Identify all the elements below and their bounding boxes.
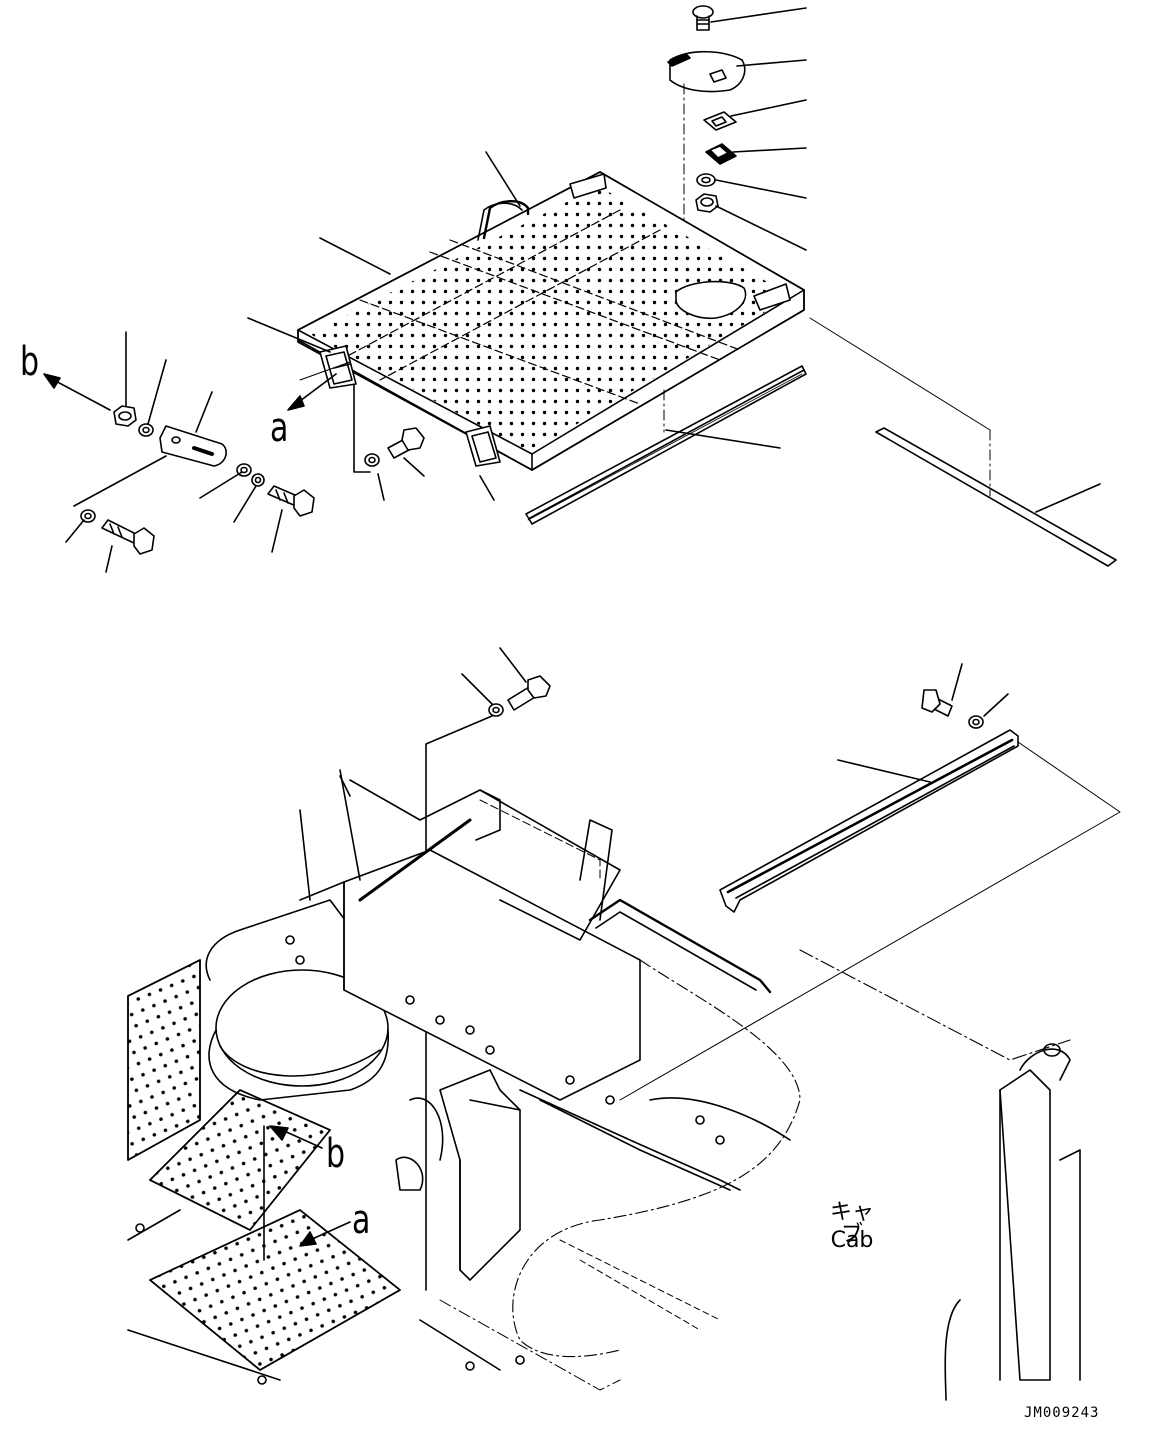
spring-clip bbox=[705, 143, 737, 165]
top-fastener-stack bbox=[667, 5, 807, 273]
bolt-long bbox=[101, 519, 155, 555]
clip-nut bbox=[703, 111, 737, 131]
bolt-right bbox=[921, 689, 984, 729]
left-hardware bbox=[43, 331, 425, 573]
link-bracket bbox=[159, 425, 227, 467]
guide-rail bbox=[619, 729, 1121, 1101]
washer-left bbox=[138, 423, 154, 437]
floor-plate bbox=[247, 151, 805, 501]
drawing-code: JM009243 bbox=[1024, 1405, 1100, 1421]
flat-seal-strip bbox=[809, 317, 1117, 567]
hinge-washer bbox=[364, 453, 380, 467]
washer-low bbox=[80, 509, 96, 523]
small-bolt-top bbox=[692, 5, 714, 31]
washer-top bbox=[696, 173, 716, 187]
bolt-mid bbox=[267, 485, 315, 517]
cab-label-japanese: キャブ bbox=[829, 1200, 874, 1247]
hinge-right bbox=[465, 425, 501, 467]
hinge-bolt bbox=[387, 427, 425, 459]
cab-rear-assembly bbox=[127, 647, 1121, 1401]
washer-pair bbox=[236, 463, 265, 487]
view-target-b-label: b bbox=[326, 1131, 346, 1177]
washer-center bbox=[488, 703, 504, 717]
cab-label-english: Cab bbox=[830, 1228, 874, 1253]
view-target-a-label: a bbox=[352, 1197, 371, 1243]
nut-left bbox=[113, 405, 137, 427]
hinge-left bbox=[319, 345, 357, 389]
view-arrow-b-label: b bbox=[20, 339, 40, 385]
bolt-center bbox=[507, 675, 551, 711]
air-cleaner bbox=[205, 899, 391, 1101]
rubber-seal-strip bbox=[525, 365, 807, 525]
view-arrow-a-label: a bbox=[270, 405, 289, 451]
nut-top bbox=[695, 193, 719, 213]
cover-plate bbox=[667, 50, 746, 93]
